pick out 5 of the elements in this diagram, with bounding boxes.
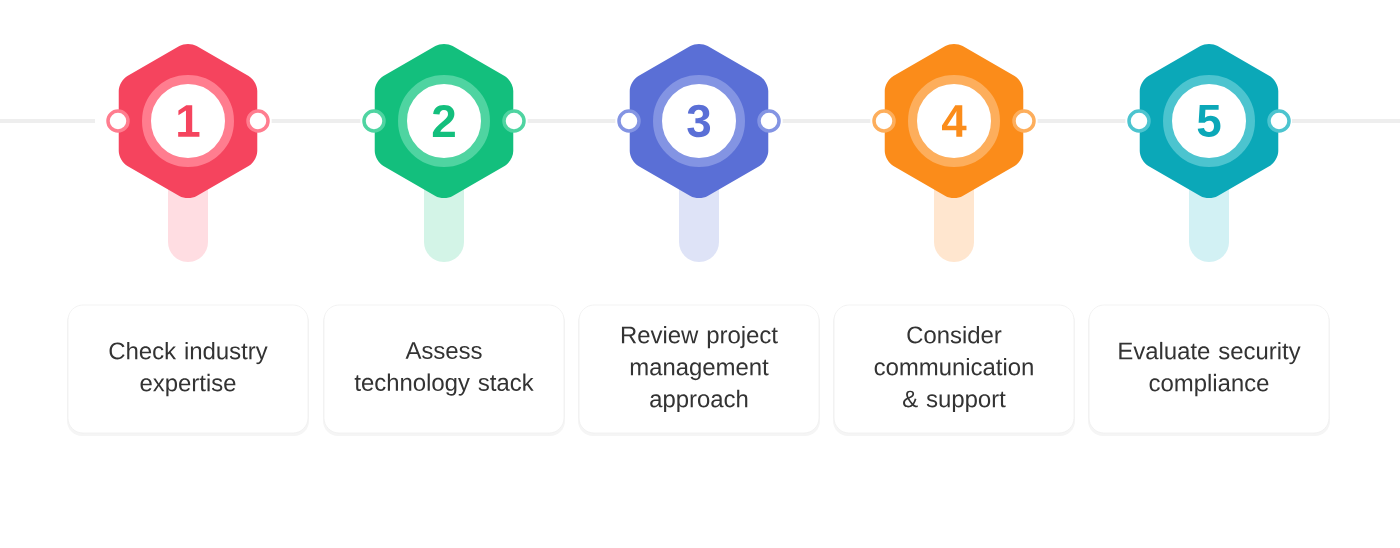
text-card: Check industry expertise xyxy=(67,304,309,434)
text-card: Evaluate security compliance xyxy=(1088,304,1330,434)
text-card: Assess technology stack xyxy=(323,304,565,434)
text-card: Review project management approach xyxy=(578,304,820,434)
text-card: Consider communication & support xyxy=(833,304,1075,434)
